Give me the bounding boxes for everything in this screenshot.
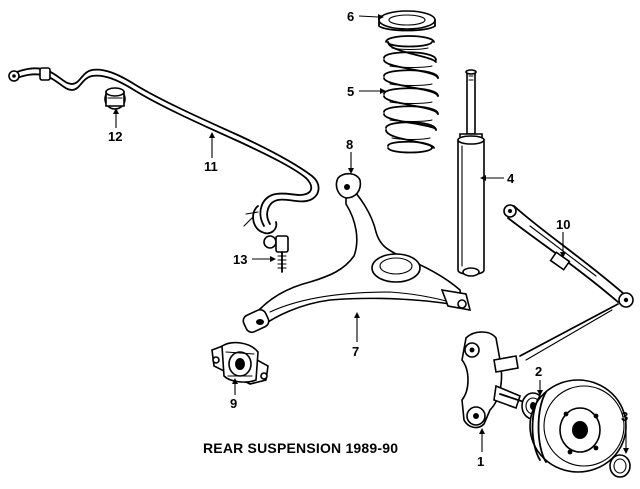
callout-9: 9 [230,396,237,411]
spring-insulator [378,10,436,32]
coil-spring [383,35,439,154]
callout-labels: 1 2 3 4 5 6 7 8 9 10 11 12 13 [108,9,628,469]
stabilizer-bar [8,67,320,235]
callout-1: 1 [477,454,484,469]
stabilizer-link [263,235,289,273]
knuckle [461,331,531,429]
callout-12: 12 [108,129,122,144]
lateral-link [503,204,634,361]
callout-2: 2 [535,364,542,379]
brake-drum [529,379,627,473]
callout-3: 3 [621,409,628,424]
callout-5: 5 [347,84,354,99]
lower-control-arm [242,172,472,334]
diagram-caption: REAR SUSPENSION 1989-90 [203,440,399,456]
arm-mount-bracket [211,341,269,385]
callout-7: 7 [352,344,359,359]
callout-4: 4 [507,171,515,186]
callout-10: 10 [556,217,570,232]
callout-11: 11 [204,159,218,174]
shock-absorber [457,69,485,277]
callout-13: 13 [233,252,247,267]
leader-lines [113,14,629,454]
stabilizer-bushing [104,87,126,110]
grease-cap [609,454,631,478]
callout-8: 8 [346,137,353,152]
callout-6: 6 [347,9,354,24]
